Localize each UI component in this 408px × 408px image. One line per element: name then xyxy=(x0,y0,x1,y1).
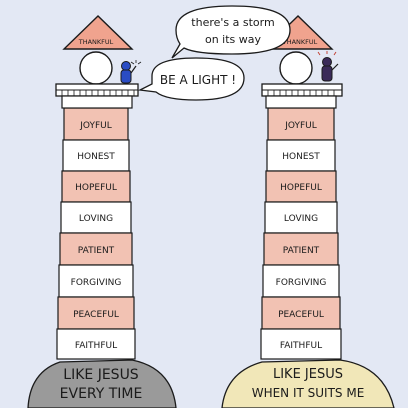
left-band-4 xyxy=(60,201,132,234)
left-band-label-6: FORGIVING xyxy=(71,278,122,288)
right-band-7 xyxy=(261,296,341,330)
left-band-label-5: PATIENT xyxy=(78,246,115,256)
right-band-label-2: HONEST xyxy=(282,152,320,162)
right-band-4 xyxy=(264,201,338,234)
left-band-label-8: FAITHFUL xyxy=(75,341,117,351)
right-base-label-line1: LIKE JESUS xyxy=(273,367,343,382)
left-base-label-line2: EVERY TIME xyxy=(60,386,143,402)
right-band-6 xyxy=(262,264,340,298)
left-speech-text: BE A LIGHT ! xyxy=(160,73,236,87)
right-lamp-globe xyxy=(279,51,313,85)
left-band-2 xyxy=(62,139,130,172)
left-speech-bubble: BE A LIGHT ! xyxy=(137,57,245,101)
left-band-label-4: LOVING xyxy=(79,214,113,224)
left-roof xyxy=(62,15,134,50)
right-roof-label: THANKFUL xyxy=(282,38,318,46)
right-speech-text-line2: on its way xyxy=(205,33,262,46)
left-rock xyxy=(27,359,177,408)
right-band-2 xyxy=(266,139,336,172)
left-base-label-line1: LIKE JESUS xyxy=(63,367,139,383)
left-person xyxy=(120,60,142,84)
left-band-6 xyxy=(58,264,134,298)
left-band-label-1: JOYFUL xyxy=(79,121,112,131)
left-lighthouse: THANKFUL JOYFUL HONEST HOPEFUL LOVING xyxy=(27,15,177,408)
right-band-8 xyxy=(260,328,342,360)
right-speech-bubble: there's a storm on its way xyxy=(171,5,291,59)
right-band-label-1: JOYFUL xyxy=(284,121,317,131)
right-base-label-line2: WHEN IT SUITS ME xyxy=(252,386,365,400)
right-band-label-3: HOPEFUL xyxy=(280,183,322,193)
right-band-3 xyxy=(265,170,337,203)
left-band-7 xyxy=(57,296,135,330)
right-speech-text-line1: there's a storm xyxy=(191,16,274,29)
left-band-3 xyxy=(61,170,131,203)
left-band-8 xyxy=(56,328,136,360)
left-band-label-7: PEACEFUL xyxy=(73,310,119,320)
right-person xyxy=(317,51,339,82)
right-band-label-4: LOVING xyxy=(284,214,318,224)
left-band-5 xyxy=(59,232,133,266)
right-rock xyxy=(221,359,395,408)
left-lamp-globe xyxy=(79,51,113,85)
right-band-label-6: FORGIVING xyxy=(276,278,327,288)
right-band-label-7: PEACEFUL xyxy=(278,310,324,320)
right-band-label-5: PATIENT xyxy=(283,246,320,256)
left-roof-label: THANKFUL xyxy=(78,38,114,46)
right-band-label-8: FAITHFUL xyxy=(280,341,322,351)
left-band-label-2: HONEST xyxy=(77,152,115,162)
right-lighthouse: THANKFUL JOYFUL HONEST HOPEFUL LOVING PA… xyxy=(221,15,395,408)
left-band-label-3: HOPEFUL xyxy=(75,183,117,193)
